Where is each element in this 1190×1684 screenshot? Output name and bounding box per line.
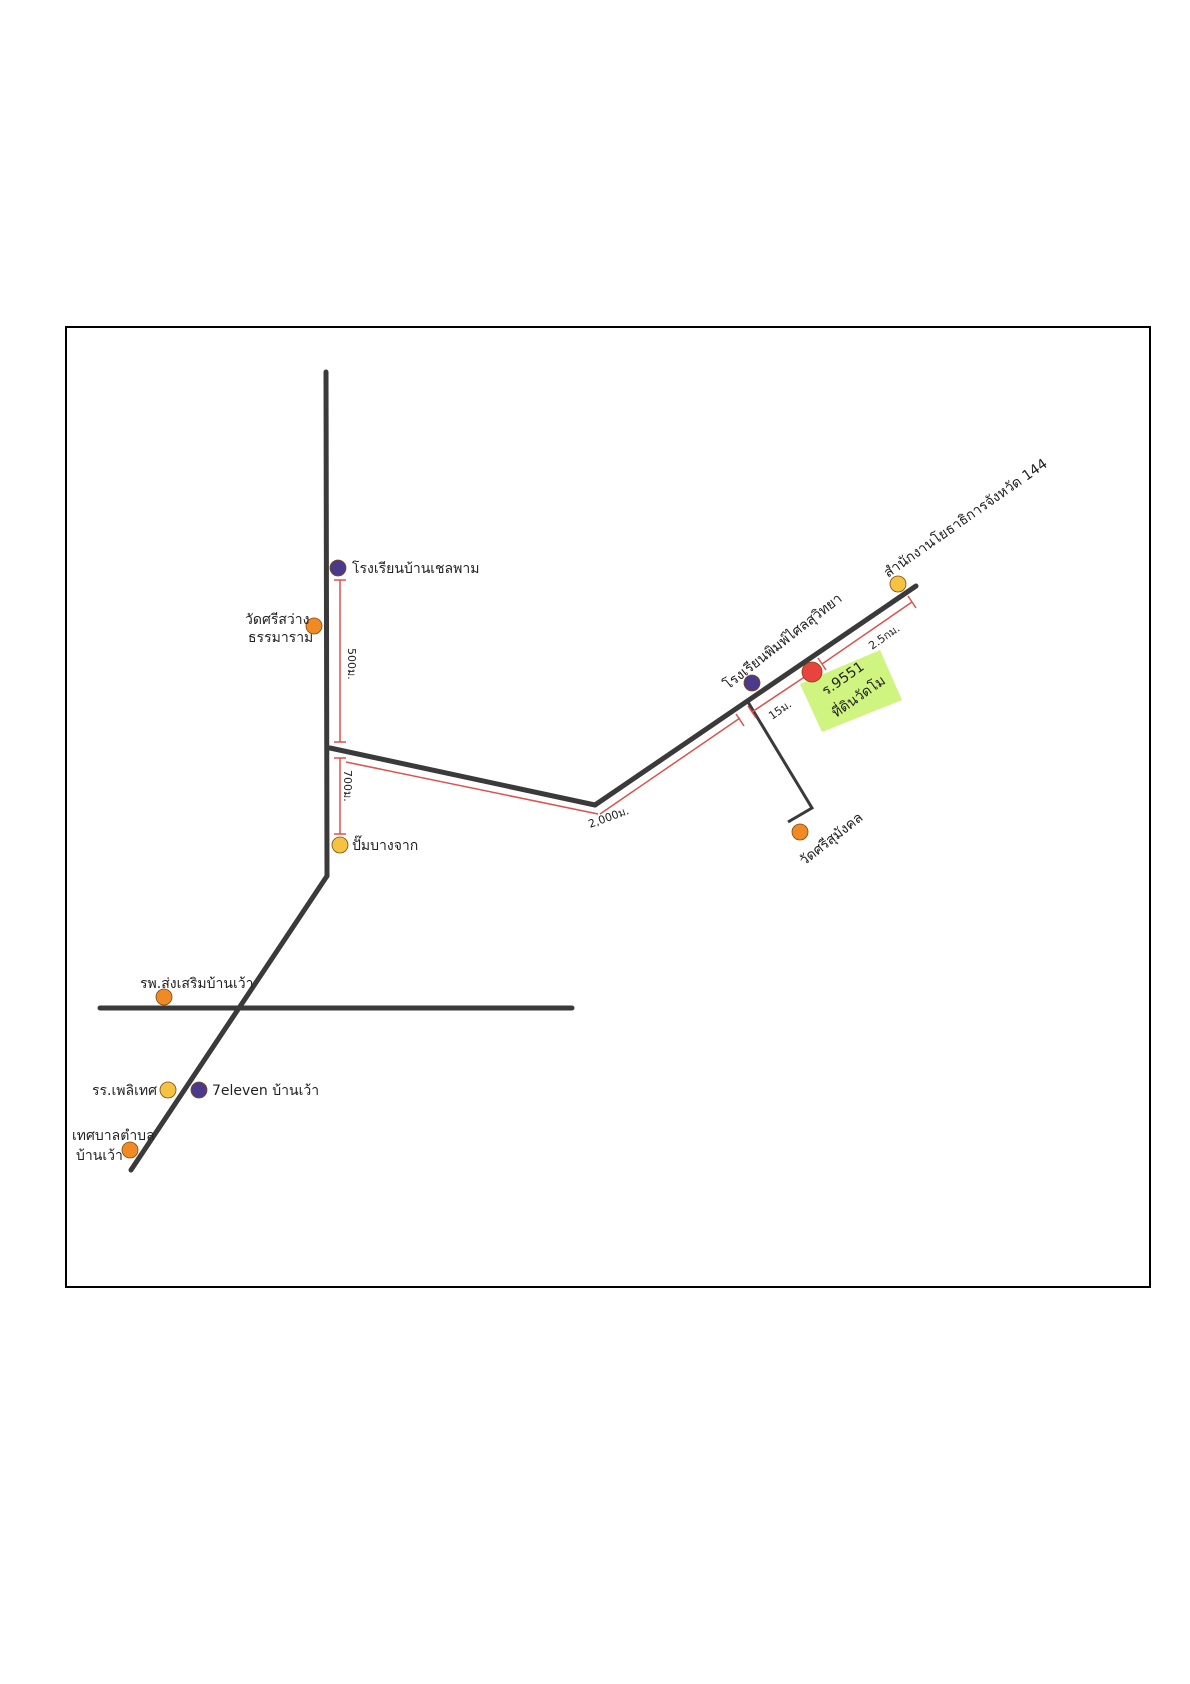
route-lines bbox=[334, 579, 917, 835]
label-municipality-1: เทศบาลตำบล bbox=[72, 1128, 155, 1144]
label-seven-eleven: 7eleven บ้านเว้า bbox=[212, 1083, 319, 1099]
route-east-upper bbox=[821, 601, 913, 665]
label-temple-left-2: ธรรมาราม bbox=[248, 630, 313, 646]
markers bbox=[121, 559, 907, 1159]
label-school-south: รร.เพลิเทศ bbox=[92, 1083, 157, 1099]
distance-east: 2.5กม. bbox=[866, 622, 902, 653]
road-east-main bbox=[592, 583, 919, 808]
seven-eleven-marker[interactable] bbox=[190, 1081, 208, 1099]
label-hospital: รพ.ส่งเสริมบ้านเว้า bbox=[140, 976, 253, 992]
route-branch bbox=[751, 671, 813, 713]
school-south-marker[interactable] bbox=[159, 1081, 177, 1099]
hospital-marker[interactable] bbox=[155, 988, 173, 1006]
road-north-south bbox=[323, 369, 330, 879]
map-frame bbox=[65, 326, 1151, 1288]
roads bbox=[97, 369, 919, 1173]
gas-station-marker[interactable] bbox=[331, 836, 349, 854]
route-east-lower bbox=[599, 717, 741, 815]
destination-highlight bbox=[800, 650, 902, 732]
label-temple-left-1: วัดศรีสว่าง bbox=[245, 612, 309, 628]
distance-branch: 15ม. bbox=[766, 698, 794, 723]
school-north-marker[interactable] bbox=[329, 559, 347, 577]
label-municipality-2: บ้านเว้า bbox=[76, 1148, 123, 1164]
temple-east-marker[interactable] bbox=[791, 823, 809, 841]
road-to-east bbox=[327, 745, 598, 808]
distance-south: 700ม. bbox=[341, 770, 354, 802]
label-school-north: โรงเรียนบ้านเชลพาม bbox=[352, 560, 479, 577]
school-east-marker[interactable] bbox=[743, 674, 761, 692]
label-provincial-office: สำนักงานโยธาธิการจังหวัด 144 bbox=[881, 455, 1051, 581]
label-gas-station: ปั๊มบางจาก bbox=[352, 835, 418, 854]
distance-north: 500ม. bbox=[345, 648, 358, 680]
road-southwest bbox=[128, 873, 330, 1173]
temple-left-marker[interactable] bbox=[305, 617, 323, 635]
branch-road bbox=[746, 701, 815, 824]
municipality-marker[interactable] bbox=[121, 1141, 139, 1159]
provincial-office-marker[interactable] bbox=[889, 575, 907, 593]
branch-to-temple-east bbox=[746, 701, 815, 824]
route-middle bbox=[345, 761, 599, 815]
label-temple-east: วัดศรีสุมังคล bbox=[797, 810, 867, 869]
destination-marker[interactable] bbox=[801, 661, 823, 683]
